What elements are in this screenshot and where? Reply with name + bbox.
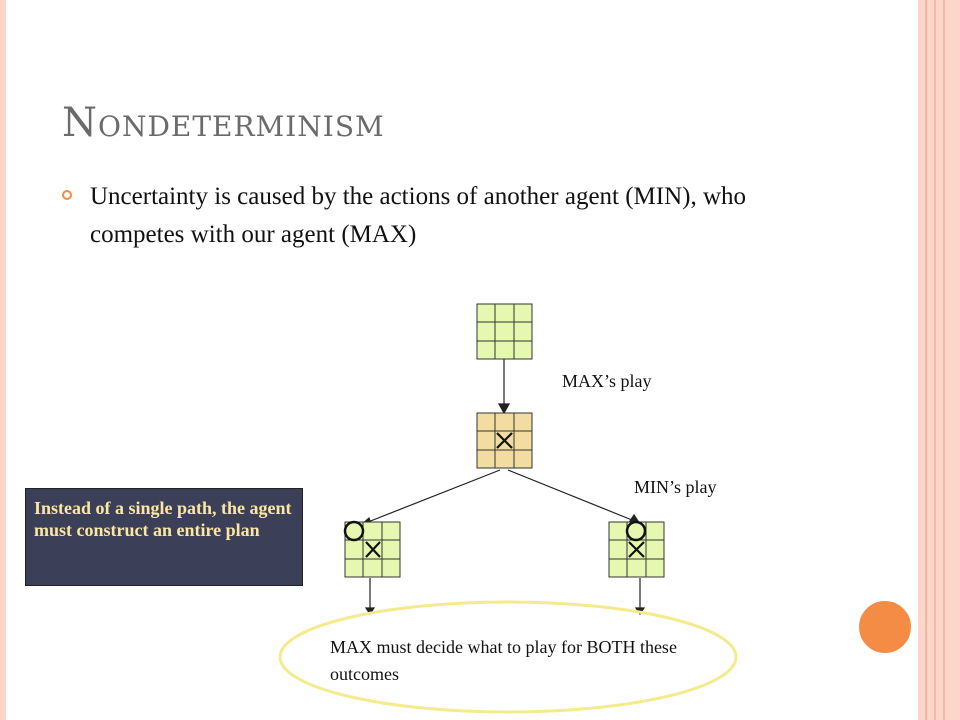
x-mark-icon: [365, 541, 381, 558]
arrowhead: [364, 607, 376, 616]
callout-box: Instead of a single path, the agent must…: [25, 488, 303, 586]
right-border-line: [943, 0, 945, 720]
x-mark-icon: [496, 432, 513, 449]
arrow-to-left-outcome: [367, 469, 501, 523]
board-after-max: [476, 412, 533, 469]
accent-circle: [855, 597, 915, 657]
bullet-icon: [62, 190, 72, 200]
right-border-line: [934, 0, 936, 720]
min-play-label: MIN’s play: [634, 477, 717, 497]
arrow-to-right-outcome: [507, 469, 633, 521]
bullet-item: Uncertainty is caused by the actions of …: [62, 178, 822, 254]
outcome-note: MAX must decide what to play for BOTH th…: [330, 637, 677, 684]
board-outcome-right: [608, 520, 665, 578]
right-border-line: [925, 0, 927, 720]
arrowhead: [497, 403, 511, 415]
outcome-ellipse: [278, 600, 738, 714]
max-play-label: MAX’s play: [562, 371, 652, 391]
o-mark-icon: [625, 520, 647, 542]
callout-text: Instead of a single path, the agent must…: [34, 498, 292, 540]
o-mark-icon: [343, 520, 365, 542]
board-root: [476, 303, 533, 360]
bullet-text: Uncertainty is caused by the actions of …: [90, 183, 747, 248]
slide-title: Nondeterminism: [62, 100, 385, 146]
board-outcome-left: [343, 520, 401, 578]
x-mark-icon: [628, 541, 645, 558]
left-border: [0, 0, 6, 720]
right-border: [918, 0, 960, 720]
